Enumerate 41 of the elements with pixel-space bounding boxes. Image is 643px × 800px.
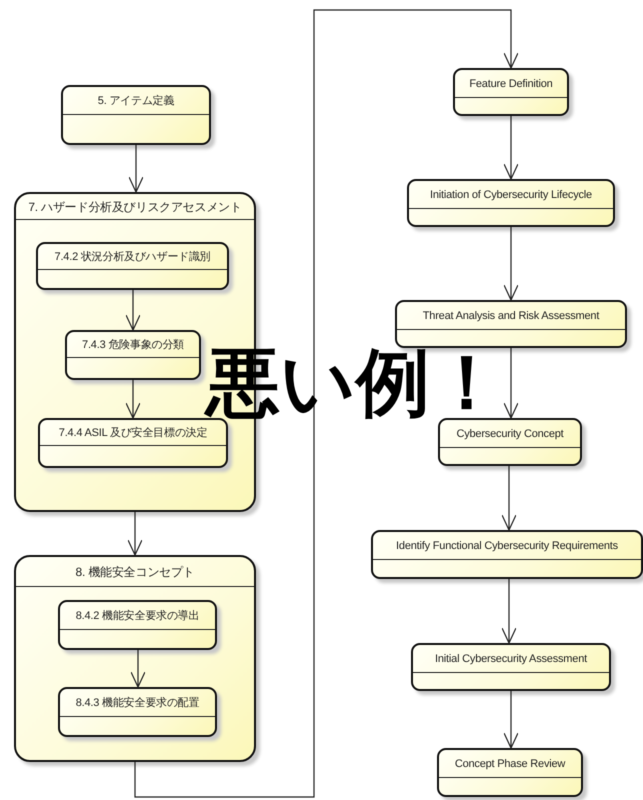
group-box <box>14 555 256 762</box>
activity-label: 8.4.3 機能安全要求の配置 <box>76 697 200 709</box>
activity-label: 7.4.4 ASIL 及び安全目標の決定 <box>58 427 208 439</box>
activity-box <box>453 68 569 116</box>
activity-box <box>411 643 611 691</box>
activity-label: Initiation of Cybersecurity Lifecycle <box>430 189 592 201</box>
arrow <box>503 348 519 419</box>
activity-label: Threat Analysis and Risk Assessment <box>422 310 600 322</box>
arrow <box>127 512 143 556</box>
activity-label: 7.4.2 状況分析及びハザード識別 <box>54 251 210 263</box>
activity-label: Feature Definition <box>469 78 553 90</box>
arrow <box>125 290 141 331</box>
activity-box <box>38 418 228 468</box>
activity-label: Concept Phase Review <box>454 758 566 770</box>
group-title: 7. ハザード分析及びリスクアセスメント <box>28 200 242 214</box>
activity-label: 7.4.3 危険事象の分類 <box>82 339 184 351</box>
arrow <box>130 650 146 688</box>
activity-label: Identify Functional Cybersecurity Requirements <box>396 540 618 552</box>
activity-label: Initial Cybersecurity Assessment <box>435 653 587 665</box>
activity-box <box>371 530 643 579</box>
activity-box <box>395 300 627 348</box>
arrow <box>128 145 144 193</box>
activity-box <box>61 85 211 145</box>
arrow <box>503 116 519 180</box>
arrow <box>501 466 517 531</box>
activity-box <box>58 687 217 737</box>
arrow <box>503 227 519 301</box>
arrow <box>125 380 141 419</box>
arrow <box>501 579 517 644</box>
activity-box <box>438 418 582 466</box>
arrow <box>503 691 519 749</box>
activity-box <box>36 242 229 290</box>
activity-box <box>437 748 583 797</box>
activity-label: Cybersecurity Concept <box>456 428 564 440</box>
activity-box <box>58 600 217 650</box>
activity-box <box>65 330 201 380</box>
group-title: 8. 機能安全コンセプト <box>76 565 194 579</box>
activity-label: 5. アイテム定義 <box>98 95 174 107</box>
activity-label: 8.4.2 機能安全要求の導出 <box>76 610 200 622</box>
activity-box <box>407 179 615 227</box>
arrow <box>134 9 519 798</box>
